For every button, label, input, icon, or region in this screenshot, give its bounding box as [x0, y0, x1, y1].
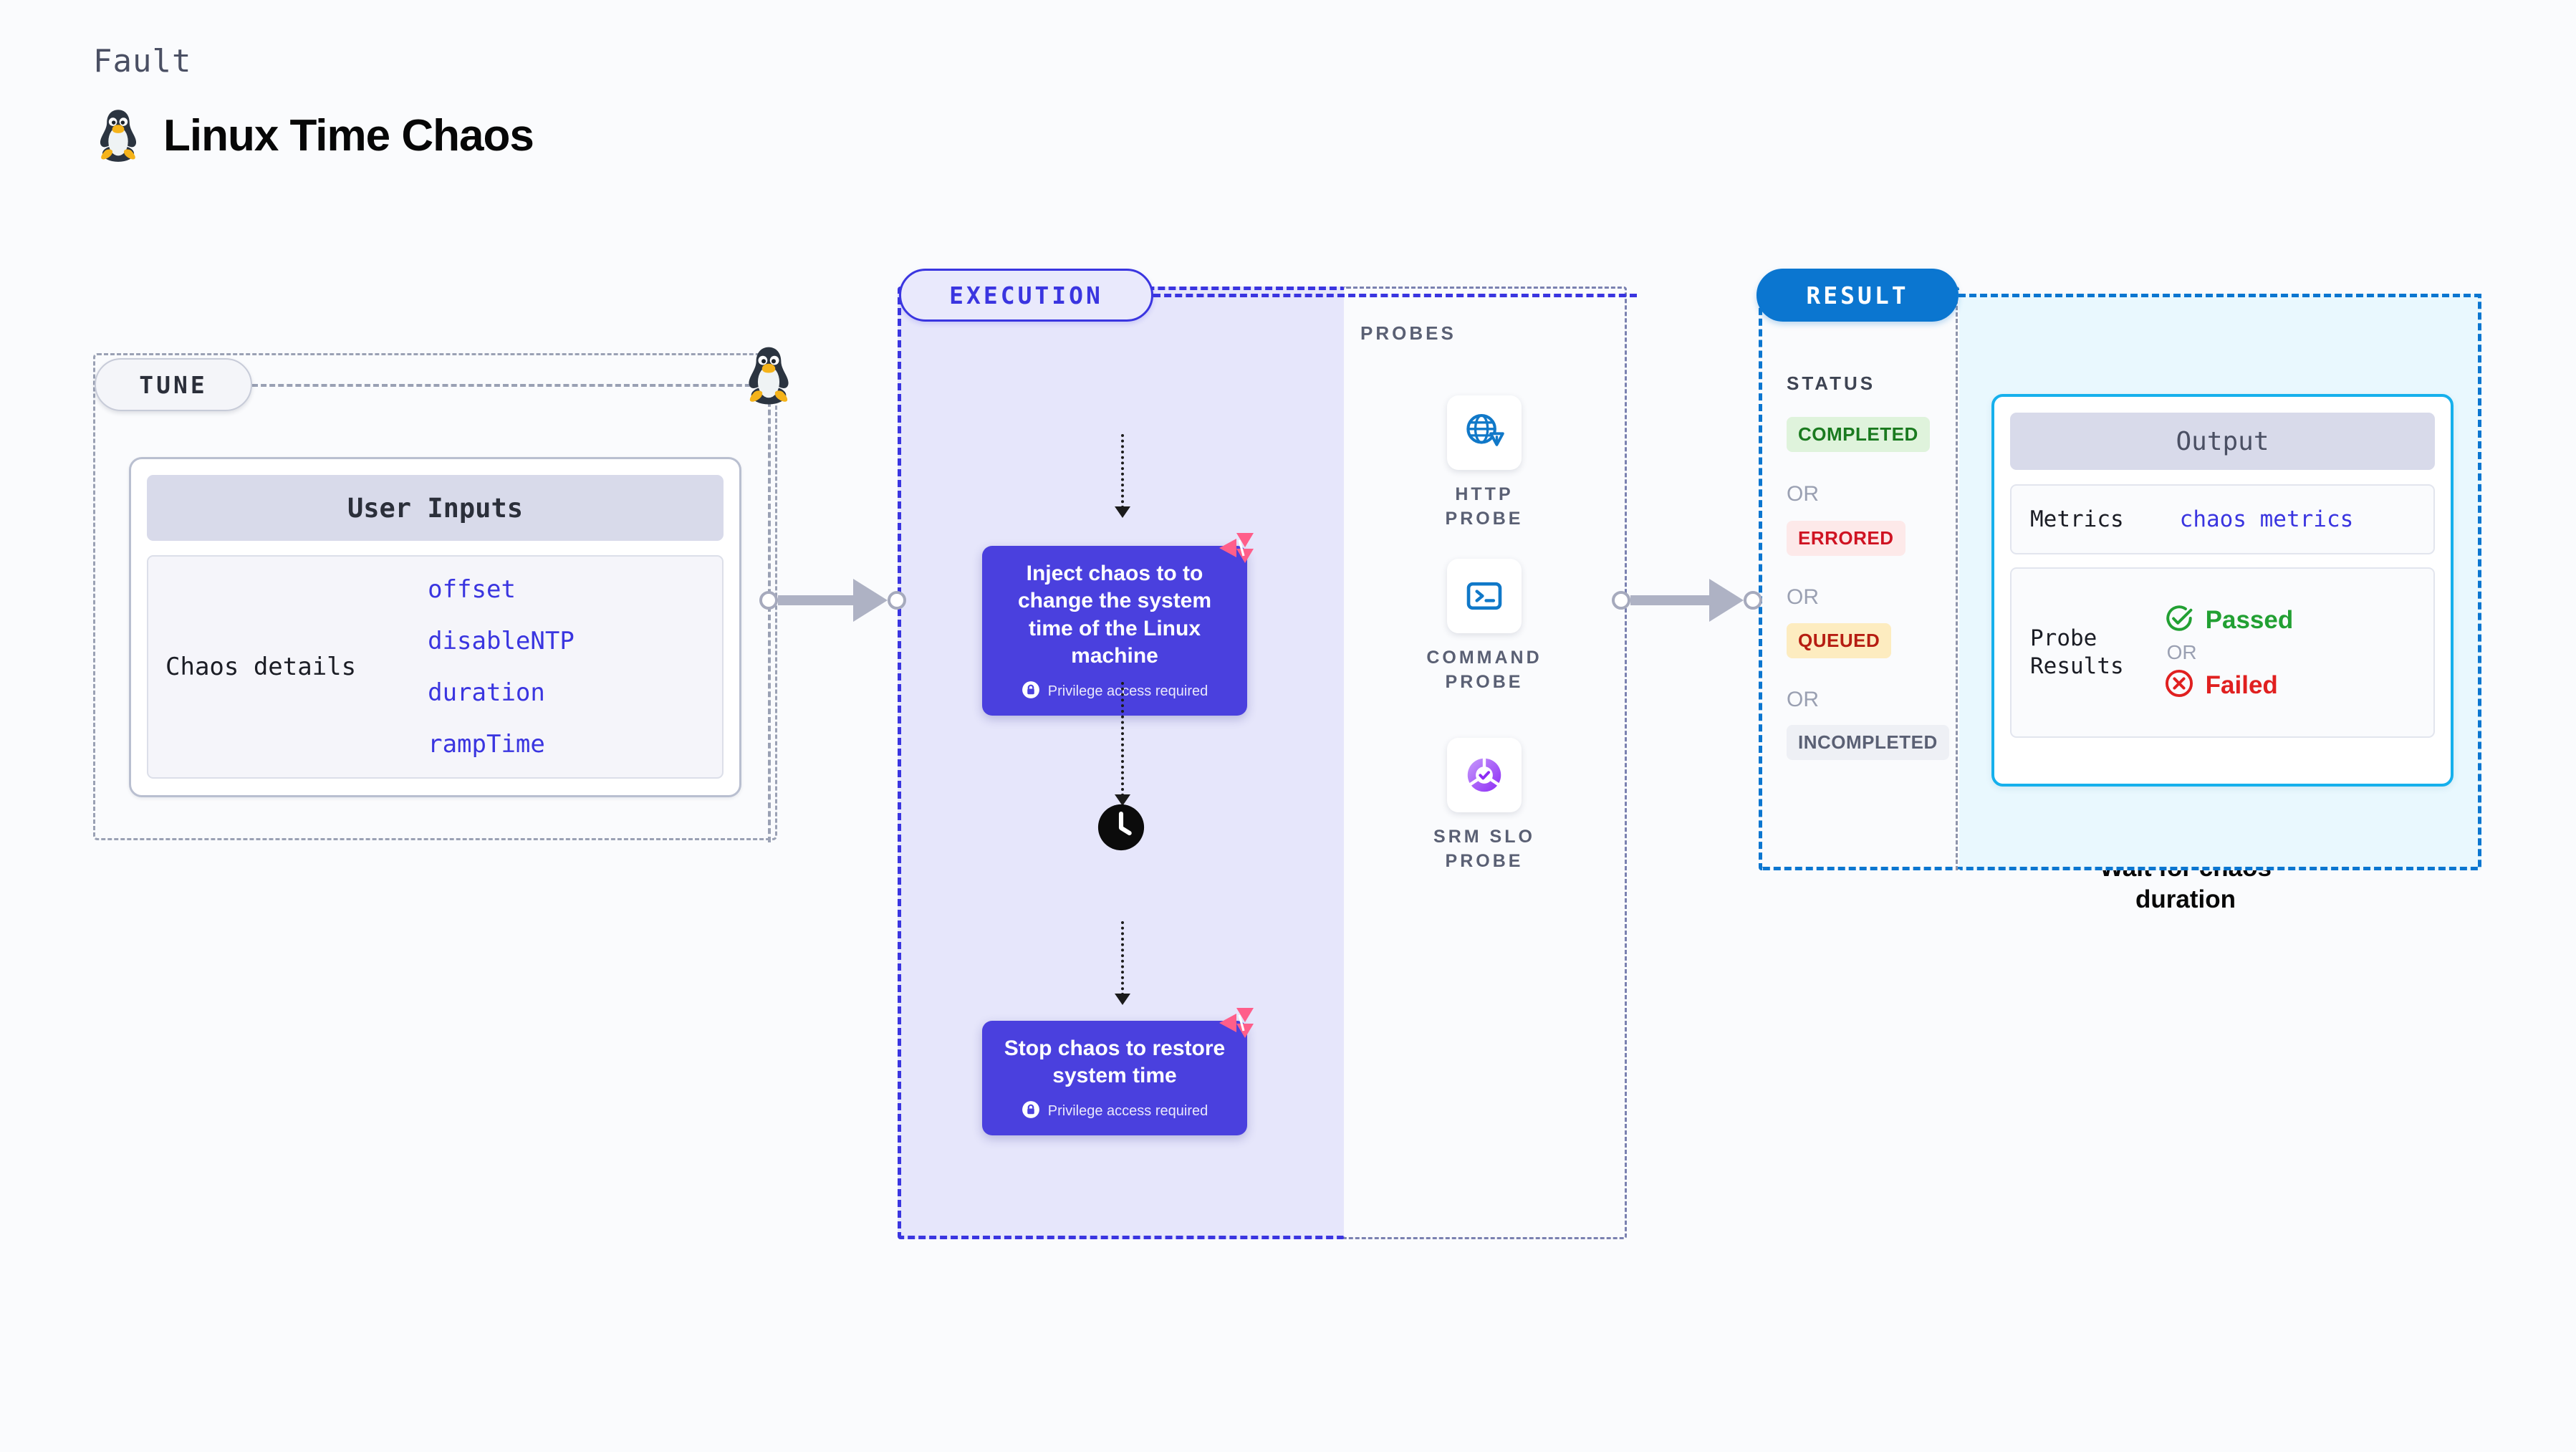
probe-verdict-failed: Failed: [2164, 668, 2294, 702]
probe-verdict-passed: Passed: [2164, 603, 2294, 637]
probe-failed-label: Failed: [2205, 670, 2278, 699]
privilege-note-text: Privilege access required: [1047, 1102, 1208, 1119]
execution-stage-pill[interactable]: EXECUTION: [899, 269, 1153, 322]
param-disablentp[interactable]: disableNTP: [428, 627, 575, 655]
connector-end-dot: [888, 591, 906, 610]
connector-start-dot: [759, 591, 778, 610]
lock-icon: [1022, 1100, 1040, 1122]
execution-card-stop-title: Stop chaos to restore system time: [1004, 1037, 1226, 1088]
status-badge-errored: ERRORED: [1787, 521, 1905, 556]
execution-card-stop-chaos[interactable]: Stop chaos to restore system time Privil…: [982, 1021, 1247, 1135]
fault-title-row: Linux Time Chaos: [93, 107, 534, 164]
privilege-note-row: Privilege access required: [998, 681, 1231, 703]
terminal-prompt-icon: [1447, 559, 1522, 633]
param-offset[interactable]: offset: [428, 575, 516, 604]
status-badge-queued: QUEUED: [1787, 623, 1892, 658]
flow-arrow-2-icon: [1115, 682, 1130, 806]
result-status-column-right-edge: [1956, 287, 1958, 870]
probe-item-command[interactable]: COMMAND PROBE: [1420, 559, 1549, 695]
tune-dashed-connector-horizontal: [252, 384, 768, 387]
output-card: Output Metrics chaos metrics Probe Resul…: [1991, 394, 2454, 787]
status-badge-incompleted: INCOMPLETED: [1787, 725, 1949, 760]
connector-tune-to-execution: [759, 579, 906, 622]
connector-line: [1630, 595, 1711, 605]
probe-results-values: Passed OR Failed: [2164, 603, 2294, 702]
execution-dashed-connector-top: [1153, 294, 1637, 297]
connector-arrowhead-icon: [1709, 579, 1744, 622]
page-header: Fault Linux Time Chaos: [93, 43, 534, 164]
param-duration[interactable]: duration: [428, 678, 545, 707]
output-probe-results-row: Probe Results Passed OR: [2010, 567, 2435, 738]
user-inputs-card: User Inputs Chaos details offset disable…: [129, 457, 741, 797]
metrics-value[interactable]: chaos metrics: [2179, 506, 2354, 532]
status-or-label: OR: [1787, 482, 1819, 506]
probe-item-http[interactable]: HTTP PROBE: [1420, 395, 1549, 532]
harness-logo-icon: [1218, 532, 1255, 564]
linux-penguin-icon: [93, 107, 143, 164]
flow-arrow-3-icon: [1115, 921, 1130, 1005]
param-ramptime[interactable]: rampTime: [428, 730, 545, 759]
tune-dashed-connector-vertical: [768, 384, 771, 842]
page-title: Linux Time Chaos: [163, 110, 534, 160]
chaos-details-label: Chaos details: [165, 653, 357, 681]
harness-logo-icon: [1218, 1006, 1255, 1039]
execution-card-inject-chaos[interactable]: Inject chaos to to change the system tim…: [982, 546, 1247, 716]
status-section-label: STATUS: [1787, 372, 1876, 394]
connector-start-dot: [1612, 591, 1630, 610]
status-or-label: OR: [1787, 688, 1819, 711]
probe-caption-srm-slo: SRM SLO PROBE: [1433, 827, 1535, 871]
check-circle-icon: [2164, 603, 2194, 637]
probe-caption-http: HTTP PROBE: [1445, 484, 1524, 529]
result-dashed-connector-top: [1959, 294, 2481, 297]
tune-stage-pill[interactable]: TUNE: [95, 358, 252, 411]
output-card-header: Output: [2010, 413, 2435, 470]
clock-icon: [1096, 802, 1146, 856]
connector-end-dot: [1744, 591, 1762, 610]
fault-eyebrow-label: Fault: [93, 43, 192, 80]
probe-results-label: Probe Results: [2030, 625, 2124, 679]
x-circle-icon: [2164, 668, 2194, 702]
metrics-label: Metrics: [2030, 506, 2124, 532]
execution-card-inject-title: Inject chaos to to change the system tim…: [1017, 562, 1212, 668]
connector-execution-to-result: [1612, 579, 1762, 622]
status-badge-completed: COMPLETED: [1787, 417, 1930, 452]
user-inputs-body: Chaos details offset disableNTP duration…: [147, 555, 724, 779]
connector-line: [778, 595, 855, 605]
globe-warning-icon: [1447, 395, 1522, 470]
result-stage-pill[interactable]: RESULT: [1756, 269, 1959, 322]
connector-arrowhead-icon: [853, 579, 888, 622]
probe-caption-command: COMMAND PROBE: [1426, 648, 1542, 692]
output-metrics-row: Metrics chaos metrics: [2010, 484, 2435, 554]
probe-results-or-label: OR: [2166, 641, 2197, 663]
probe-passed-label: Passed: [2205, 605, 2294, 634]
chaos-params-list: offset disableNTP duration rampTime: [428, 575, 575, 759]
privilege-note-text: Privilege access required: [1047, 683, 1208, 699]
slo-donut-check-icon: [1447, 738, 1522, 812]
probes-section-label: PROBES: [1360, 322, 1456, 344]
user-inputs-header: User Inputs: [147, 475, 724, 541]
linux-penguin-icon: [741, 344, 796, 407]
privilege-note-row: Privilege access required: [998, 1100, 1231, 1122]
probe-item-srm-slo[interactable]: SRM SLO PROBE: [1420, 738, 1549, 874]
lock-icon: [1022, 681, 1040, 703]
flow-arrow-1-icon: [1115, 434, 1130, 518]
status-or-label: OR: [1787, 585, 1819, 609]
